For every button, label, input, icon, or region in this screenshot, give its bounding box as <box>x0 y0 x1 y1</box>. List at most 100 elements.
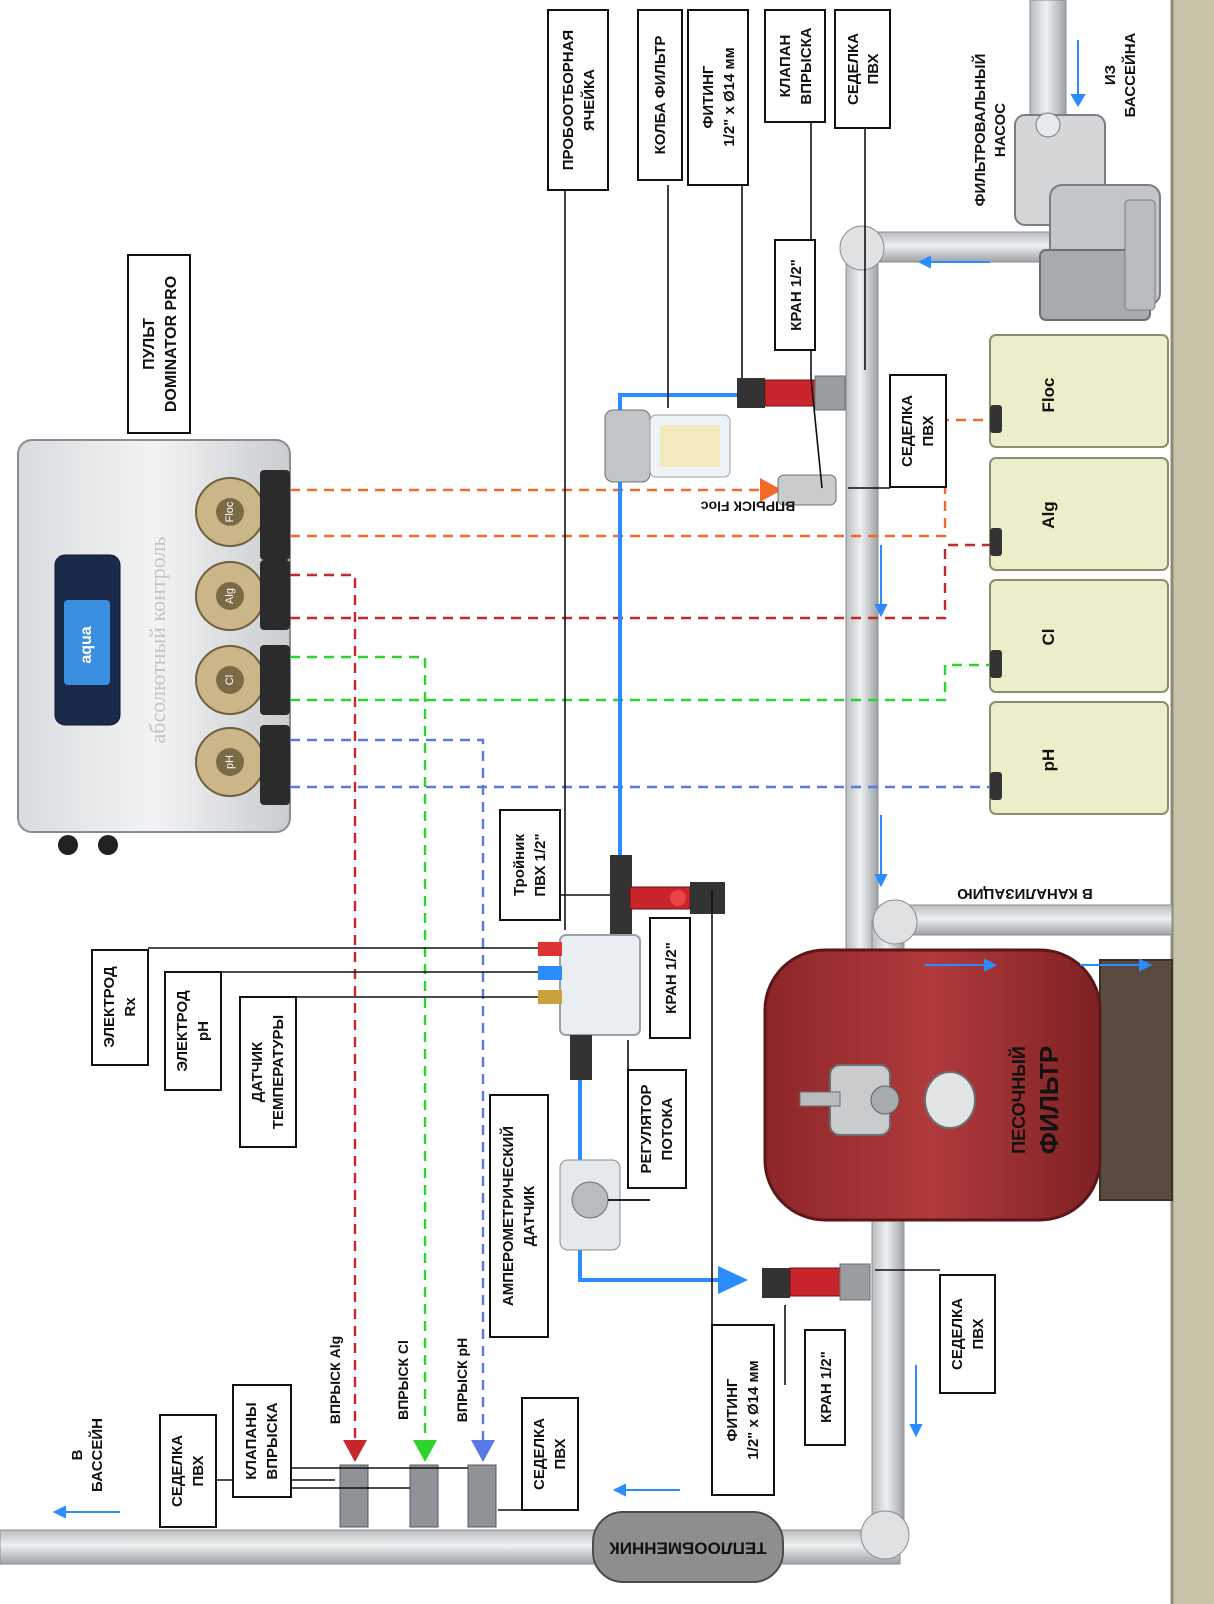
svg-text:ВПРЫСКА: ВПРЫСКА <box>264 1402 281 1479</box>
arrow-floc <box>760 478 782 502</box>
svg-text:ЭЛЕКТРОД: ЭЛЕКТРОД <box>101 966 118 1048</box>
label-saddle-bottom-mid: СЕДЕЛКА ПВХ <box>521 1397 579 1511</box>
label-tee: Тройник ПВХ 1/2" <box>499 809 561 921</box>
tank-alg <box>989 457 1169 571</box>
pump-head-ph <box>195 725 290 805</box>
label-to-sewer: В КАНАЛИЗАЦИЮ <box>957 885 1093 902</box>
svg-text:ПВХ: ПВХ <box>970 1318 987 1349</box>
flow-arrows <box>52 40 1153 1519</box>
label-temp-sensor: ДАТЧИК ТЕМПЕРАТУРЫ <box>239 996 297 1148</box>
controller-logo: aqua <box>78 626 95 663</box>
svg-text:СЕДЕЛКА: СЕДЕЛКА <box>949 1298 966 1370</box>
arrow-cl <box>413 1440 437 1462</box>
svg-text:ПВХ 1/2": ПВХ 1/2" <box>532 833 549 896</box>
tank-label-ph: pH <box>1039 749 1058 772</box>
label-saddle-bottom-right: СЕДЕЛКА ПВХ <box>939 1274 996 1394</box>
controller-side-text: абсолютный контроль <box>145 537 170 744</box>
svg-text:СЕДЕЛКА: СЕДЕЛКА <box>899 395 916 467</box>
svg-text:АМПЕРОМЕТРИЧЕСКИЙ: АМПЕРОМЕТРИЧЕСКИЙ <box>499 1126 517 1306</box>
probe-cell <box>538 934 641 1080</box>
svg-text:DOMINATOR PRO: DOMINATOR PRO <box>163 276 180 412</box>
svg-text:КОЛБА ФИЛЬТР: КОЛБА ФИЛЬТР <box>652 36 669 155</box>
svg-text:ПВХ: ПВХ <box>190 1455 207 1486</box>
tank-label-alg: Alg <box>1039 501 1058 528</box>
sample-return-arrow <box>718 1266 748 1294</box>
top-fittings <box>737 375 846 506</box>
line-ph-out <box>290 738 485 1445</box>
svg-text:ФИТИНГ: ФИТИНГ <box>700 65 717 128</box>
arrow-alg <box>343 1440 367 1462</box>
injection-valves <box>339 1464 497 1528</box>
svg-text:Тройник: Тройник <box>511 834 528 896</box>
svg-text:СЕДЕЛКА: СЕДЕЛКА <box>531 1418 548 1490</box>
tee-assembly <box>610 855 725 935</box>
svg-text:ФИТИНГ: ФИТИНГ <box>724 1378 741 1441</box>
filter-flask <box>604 409 731 483</box>
pump-head-label-alg: Alg <box>224 588 236 604</box>
label-floc-injection: ВПРЫСК Floc <box>701 498 796 514</box>
dosing-lines <box>290 418 990 1445</box>
tank-cl <box>989 579 1169 693</box>
svg-text:В: В <box>69 1449 86 1460</box>
svg-text:ПВХ: ПВХ <box>865 53 882 84</box>
label-electrode-ph: ЭЛЕКТРОД pH <box>164 971 222 1091</box>
label-injection-valve-top: КЛАПАН ВПРЫСКА <box>764 9 826 123</box>
svg-text:ЭЛЕКТРОД: ЭЛЕКТРОД <box>174 990 191 1072</box>
controller: aqua абсолютный контроль Floc Alg Cl pH <box>17 439 291 855</box>
sand-filter-label-2: ФИЛЬТР <box>1034 1046 1064 1154</box>
pump-head-label-ph: pH <box>224 755 236 769</box>
svg-text:ФИЛЬТРОВАЛЬНЫЙ: ФИЛЬТРОВАЛЬНЫЙ <box>971 54 989 207</box>
line-alg-out <box>290 573 357 1445</box>
line-cl-in <box>290 663 990 702</box>
pump-head-alg <box>195 560 290 631</box>
svg-text:ПУЛЬТ: ПУЛЬТ <box>141 318 158 370</box>
svg-text:КРАН 1/2": КРАН 1/2" <box>663 942 680 1014</box>
label-tap-mid: КРАН 1/2" <box>649 917 691 1039</box>
sand-filter: ПЕСОЧНЫЙ ФИЛЬТР <box>763 948 1173 1222</box>
svg-text:ДАТЧИК: ДАТЧИК <box>249 1041 266 1102</box>
label-saddle-bottom-left: СЕДЕЛКА ПВХ <box>159 1414 217 1528</box>
svg-text:ПВХ: ПВХ <box>552 1438 569 1469</box>
svg-text:СЕДЕЛКА: СЕДЕЛКА <box>845 33 862 105</box>
pipe-network <box>0 0 1173 1565</box>
svg-text:СЕДЕЛКА: СЕДЕЛКА <box>169 1435 186 1507</box>
pump-head-label-cl: Cl <box>224 675 236 685</box>
tank-floc <box>989 334 1169 448</box>
label-injection-valves: КЛАПАНЫ ВПРЫСКА <box>232 1384 292 1498</box>
label-filter-flask: КОЛБА ФИЛЬТР <box>637 9 683 181</box>
pump-head-cl <box>195 645 290 715</box>
line-floc-in <box>290 418 990 538</box>
svg-text:ДАТЧИК: ДАТЧИК <box>521 1185 538 1246</box>
label-saddle-top: СЕДЕЛКА ПВХ <box>834 9 891 129</box>
sample-water-line <box>578 393 745 1282</box>
heat-exchanger: ТЕПЛООБМЕННИК <box>592 1511 784 1583</box>
svg-text:КРАН 1/2": КРАН 1/2" <box>788 259 805 331</box>
label-inj-alg: ВПРЫСК Alg <box>327 1336 343 1424</box>
sand-filter-label-1: ПЕСОЧНЫЙ <box>1008 1046 1029 1154</box>
svg-text:Rx: Rx <box>122 997 139 1017</box>
label-to-pool: В БАССЕЙН <box>69 1418 106 1492</box>
arrow-ph <box>471 1440 495 1462</box>
svg-text:КЛАПАНЫ: КЛАПАНЫ <box>243 1402 260 1479</box>
line-cl-out <box>290 655 427 1445</box>
label-controller: ПУЛЬТ DOMINATOR PRO <box>127 254 191 434</box>
svg-text:БАССЕЙНА: БАССЕЙНА <box>1121 32 1139 117</box>
svg-text:1/2" x Ø14 мм: 1/2" x Ø14 мм <box>745 1360 762 1459</box>
svg-text:pH: pH <box>195 1021 212 1041</box>
svg-text:КЛАПАН: КЛАПАН <box>777 35 794 98</box>
label-amperometric: АМПЕРОМЕТРИЧЕСКИЙ ДАТЧИК <box>489 1094 549 1338</box>
label-fitting-top: ФИТИНГ 1/2" x Ø14 мм <box>687 9 749 186</box>
svg-text:НАСОС: НАСОС <box>992 103 1009 157</box>
label-probe-cell: ПРОБООТБОРНАЯ ЯЧЕЙКА <box>547 9 609 191</box>
svg-text:ПРОБООТБОРНАЯ: ПРОБООТБОРНАЯ <box>560 30 577 170</box>
label-tap-top: КРАН 1/2" <box>774 239 816 351</box>
amperometric-sensor <box>559 1159 650 1251</box>
label-from-pool: ИЗ БАССЕЙНА <box>1102 32 1139 117</box>
tanks: Floc Alg Cl pH <box>989 334 1169 815</box>
label-saddle-mid: СЕДЕЛКА ПВХ <box>889 374 947 488</box>
label-fitting-bottom: ФИТИНГ 1/2" x Ø14 мм <box>711 1324 775 1496</box>
pump-head-label-floc: Floc <box>224 501 236 522</box>
tank-label-cl: Cl <box>1039 629 1058 646</box>
svg-text:ВПРЫСКА: ВПРЫСКА <box>798 27 815 104</box>
